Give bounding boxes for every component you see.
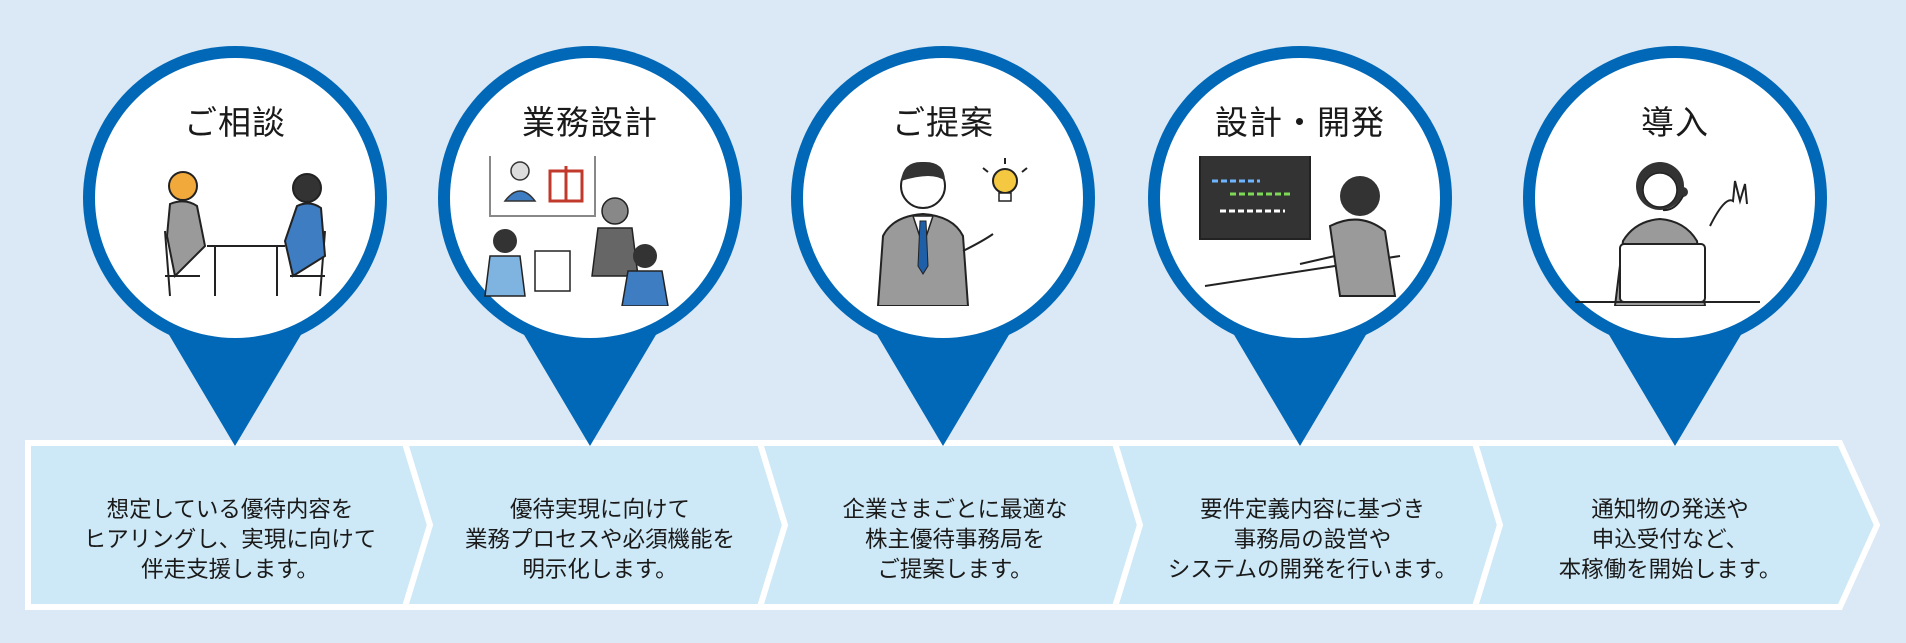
step-5-pin: 導入 [1510, 38, 1840, 448]
consultation-meeting-icon [164, 171, 327, 297]
step-arrow-band [25, 440, 1881, 610]
step-3-title: ご提案 [892, 103, 994, 142]
developer-coding-icon [1199, 156, 1401, 297]
step-1-title: ご相談 [184, 103, 286, 142]
step-5-title: 導入 [1641, 103, 1709, 142]
step-arrow-5 [1470, 440, 1881, 610]
call-center-operator-icon [1575, 162, 1760, 306]
step-4-title: 設計・開発 [1215, 103, 1385, 142]
step-2-title: 業務設計 [522, 103, 658, 142]
step-3-pin: ご提案 [778, 38, 1108, 448]
step-4-pin: 設計・開発 [1135, 38, 1465, 448]
businessman-idea-icon [876, 158, 1028, 306]
step-2-pin: 業務設計 [425, 38, 755, 448]
step-5-description: 通知物の発送や 申込受付など、 本稼働を開始します。 [1558, 497, 1782, 583]
step-4-description: 要件定義内容に基づき 事務局の設営や システムの開発を行います。 [1167, 497, 1458, 583]
step-3-description: 企業さまごとに最適な 株主優待事務局を ご提案します。 [842, 497, 1068, 583]
step-1-description: 想定している優待内容を ヒアリングし、実現に向けて 伴走支援します。 [83, 497, 377, 583]
business-design-meeting-icon [484, 156, 669, 306]
step-1-pin: ご相談 [70, 38, 400, 448]
step-2-description: 優待実現に向けて 業務プロセスや必須機能を 明示化します。 [464, 497, 735, 583]
